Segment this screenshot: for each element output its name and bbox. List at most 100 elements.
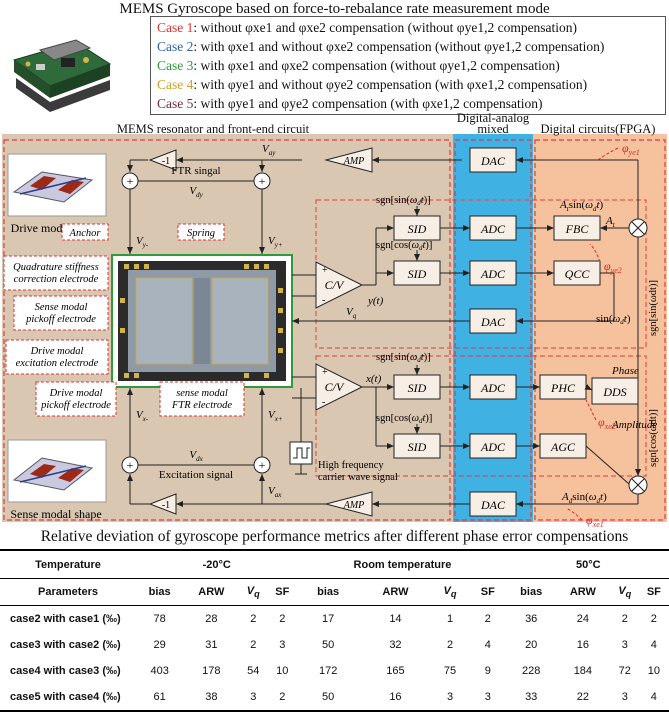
- svg-text:FBC: FBC: [565, 222, 590, 236]
- svg-text:DDS: DDS: [602, 385, 626, 399]
- svg-text:Digital-analog: Digital-analog: [457, 111, 530, 125]
- xt-label: x(t): [365, 373, 382, 385]
- case-2: Case 2: with φxe1 and without φxe2 compe…: [157, 39, 605, 54]
- agc-block: [539, 433, 587, 459]
- parameters-header: Parameters: [0, 578, 136, 606]
- temperature-header: Temperature: [0, 549, 136, 579]
- svg-text:mixed: mixed: [477, 122, 509, 136]
- table-cell: 10: [276, 665, 289, 677]
- table-cell: 228: [522, 665, 541, 677]
- table-cell: 28: [205, 613, 218, 625]
- svg-text:C/V: C/V: [325, 278, 345, 292]
- table-cell: 9: [484, 665, 491, 677]
- temp-header-room: Room temperature: [297, 549, 508, 579]
- table-cell: 2: [484, 613, 491, 625]
- metric-vq: Vq: [239, 578, 268, 606]
- svg-text:DAC: DAC: [480, 315, 506, 329]
- anchor-label: Anchor: [69, 228, 102, 239]
- row-label: case3 with case2 (‰): [10, 639, 121, 651]
- table-cell: 24: [576, 613, 589, 625]
- table-cell: 32: [389, 639, 402, 651]
- table-cell: 22: [554, 684, 611, 712]
- table-cell: 16: [576, 639, 589, 651]
- table-cell: 33: [507, 684, 555, 712]
- row-label: case4 with case3 (‰): [10, 665, 121, 677]
- table-cell: 178: [202, 665, 221, 677]
- svg-text:Adsin(ωdt): Adsin(ωdt): [561, 491, 607, 505]
- svg-text:Atsin(ωdt): Atsin(ωdt): [559, 199, 604, 213]
- mixed-section-title-1: Digital-analog: [457, 111, 530, 125]
- svg-text:AGC: AGC: [550, 440, 576, 454]
- table-cell: 2: [250, 639, 257, 651]
- table-cell: 16: [358, 684, 432, 712]
- sgn-cos-label-2: sgn[cos(ωdt)]: [376, 413, 432, 425]
- svg-text:+: +: [127, 174, 134, 188]
- table-cell: 3: [279, 639, 286, 651]
- table-cell: 61: [136, 684, 184, 712]
- svg-text:ADC: ADC: [480, 440, 506, 454]
- svg-text:+: +: [127, 458, 134, 472]
- table-cell: 20: [525, 639, 538, 651]
- svg-text:ADC: ADC: [480, 222, 506, 236]
- svg-text:ADC: ADC: [480, 381, 506, 395]
- mems-section-title: MEMS resonator and front-end circuit: [117, 122, 310, 136]
- metric-bias: bias: [507, 578, 555, 606]
- table-cell: 165: [386, 665, 405, 677]
- sid-block-1: [393, 215, 441, 241]
- table-cell: 184: [573, 665, 593, 677]
- svg-text:ADC: ADC: [480, 267, 506, 281]
- case-4: Case 4: with φye1 and without φye2 compe…: [157, 77, 588, 92]
- amplitude-label: Amplitude: [611, 419, 657, 431]
- svg-text:-1: -1: [162, 500, 170, 511]
- table-cell: 75: [443, 665, 457, 677]
- yt-label: y(t): [367, 295, 384, 307]
- svg-text:-: -: [322, 397, 325, 408]
- excitation-signal-label: Excitation signal: [159, 469, 233, 481]
- dac-top-block: [469, 147, 517, 173]
- table-cell: 2: [446, 639, 454, 651]
- svg-text:AMP: AMP: [343, 156, 365, 167]
- table-cell: 36: [525, 613, 538, 625]
- metric-sf: SF: [468, 578, 508, 606]
- svg-text:+: +: [259, 458, 266, 472]
- table-cell: 4: [650, 639, 657, 651]
- dac-mid-block: [469, 308, 517, 334]
- table-cell: 78: [153, 613, 166, 625]
- metric-bias: bias: [136, 578, 184, 606]
- sgn-cos-label-1: sgn[cos(ωdt)]: [376, 240, 432, 252]
- table-cell: 4: [484, 639, 491, 651]
- block-diagram: MEMS resonator and front-end circuit Dig…: [2, 111, 667, 529]
- metric-vq: Vq: [610, 578, 639, 606]
- sgn-sin-label-2: sgn[sin(ωdt)]: [376, 352, 431, 364]
- table-cell: 3: [621, 639, 628, 651]
- table-cell: 1: [446, 613, 454, 625]
- table-cell: 38: [183, 684, 240, 712]
- svg-text:SID: SID: [408, 440, 427, 454]
- neg1-bottom-block: [148, 493, 177, 515]
- page-title: MEMS Gyroscope based on force-to-rebalan…: [119, 1, 550, 17]
- svg-text:SID: SID: [408, 381, 427, 395]
- spring-label: Spring: [187, 228, 215, 239]
- neg1-top-block: [148, 149, 177, 171]
- svg-text:AMP: AMP: [343, 500, 365, 511]
- table-cell: 3: [239, 684, 268, 712]
- sgn-sin-right-label: sgn[sin(ωdt)]: [648, 280, 659, 336]
- table-cell: 17: [322, 613, 335, 625]
- sgn-sin-label-1: sgn[sin(ωdt)]: [376, 195, 431, 207]
- dac-bottom-block: [469, 491, 517, 517]
- svg-text:-: -: [322, 295, 325, 306]
- cv-top-block: [315, 261, 364, 309]
- svg-text:-1: -1: [162, 156, 170, 167]
- case-legend: Case 1: without φxe1 and φxe2 compensati…: [150, 16, 666, 115]
- svg-text:Vq: Vq: [346, 306, 357, 320]
- table-cell: 72: [618, 665, 631, 677]
- table-cell: 2: [250, 613, 257, 625]
- table-title: Relative deviation of gyroscope performa…: [40, 528, 629, 545]
- svg-text:QCC: QCC: [565, 267, 591, 281]
